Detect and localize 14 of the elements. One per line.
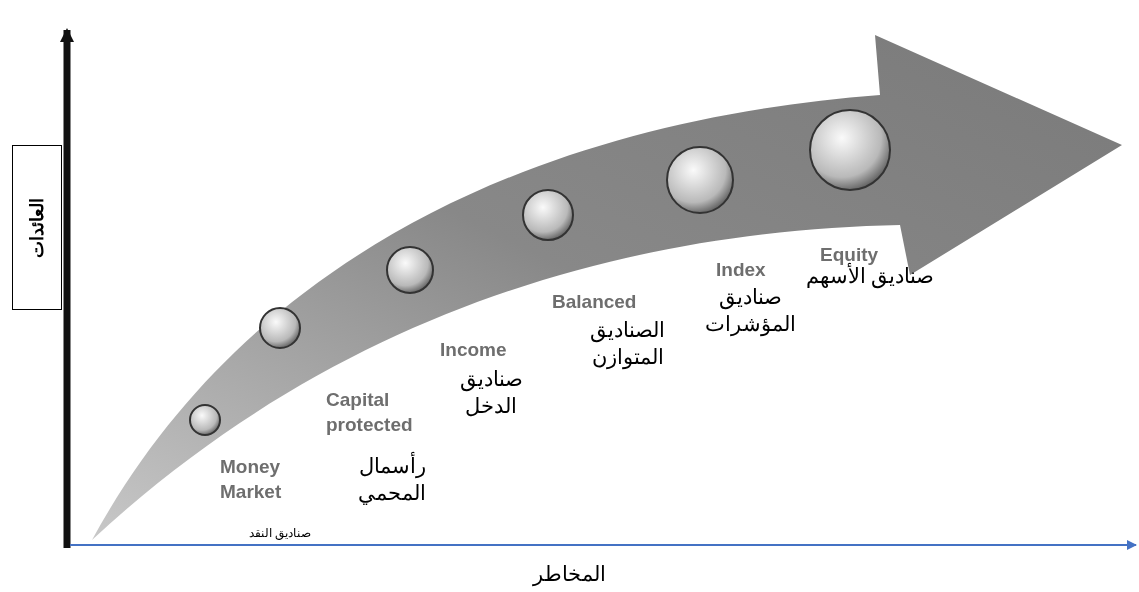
- fund-label: Equity: [820, 243, 880, 265]
- fund-label: Index: [716, 258, 767, 282]
- fund-label: رأسمال المحمي: [357, 452, 427, 507]
- fund-label: صناديق النقد: [247, 526, 313, 542]
- axis-label: المخاطر: [531, 561, 607, 588]
- axis-title-box: [12, 145, 62, 310]
- fund-label: Income: [440, 338, 508, 362]
- fund-label: الصناديق المتوازن: [589, 317, 666, 371]
- axis-title: العائدات: [26, 197, 48, 258]
- fund-label: Balanced: [552, 290, 638, 314]
- fund-label: صناديق المؤشرات: [704, 284, 797, 338]
- fund-label: Money Market: [220, 455, 283, 504]
- fund-label: Capital protected: [326, 388, 414, 437]
- fund-label: صناديق الدخل: [458, 366, 524, 420]
